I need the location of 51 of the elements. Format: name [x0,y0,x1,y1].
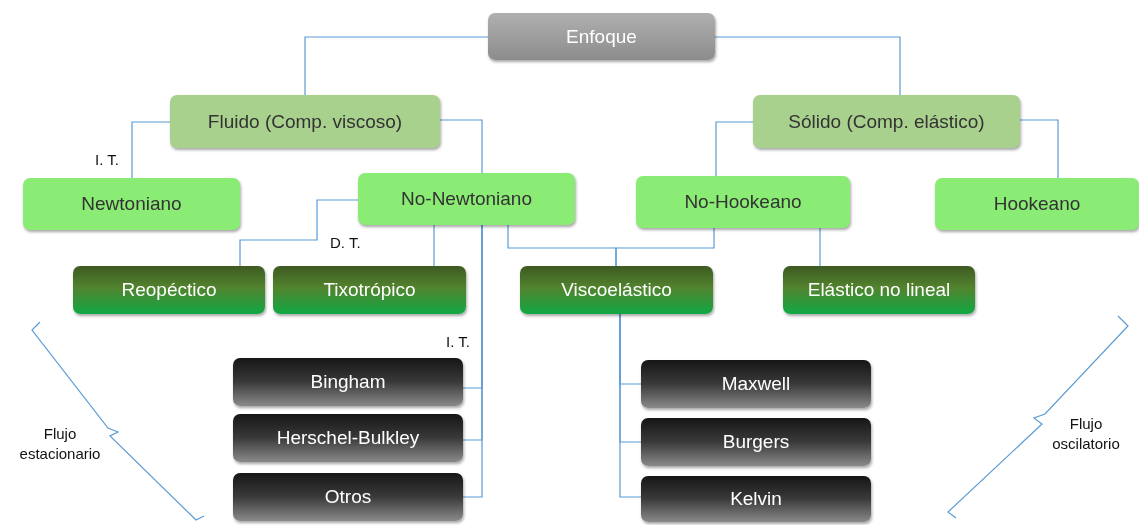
annotation-text: Flujo estacionario [18,424,102,465]
connector-line [131,121,171,179]
category-box [233,473,463,521]
category-box [636,176,850,228]
category-box [641,476,871,522]
node-label: Otros [324,486,372,508]
category-box [73,266,265,314]
node-label: Viscoelástico [561,279,672,301]
category-box [753,95,1020,148]
node-label: Sólido (Comp. elástico) [788,110,985,133]
node-label: Maxwell [721,373,791,395]
connector-line [615,227,715,267]
category-box [488,13,715,60]
node-label: Kelvin [730,488,782,510]
node-label: Elástico no lineal [807,279,951,301]
node-label: Newtoniano [81,193,182,215]
node-label: No-Newtoniano [401,188,532,210]
connector-line [819,227,821,267]
node-label: Herschel-Bulkley [276,427,420,449]
node-label: Tixotrópico [323,279,416,301]
node-label: Enfoque [566,25,637,48]
connector-line [239,199,359,267]
connector-line [1019,119,1059,179]
annotation-text: D. T. [330,233,362,253]
connector-line [619,313,642,498]
connector-line [433,224,435,267]
category-box [783,266,975,314]
node-label: Fluido (Comp. viscoso) [207,110,403,133]
connector-line [714,36,901,96]
category-box [23,178,240,230]
connector-line [304,36,489,96]
connector-line [439,119,483,174]
category-box [170,95,440,148]
category-box [520,266,713,314]
node-label: No-Hookeano [684,191,802,213]
category-box [233,358,463,406]
annotation-text: I. T. [446,332,471,352]
category-box [273,266,466,314]
annotation-text: Flujo oscilatorio [1051,414,1121,455]
node-label: Reopéctico [121,279,217,301]
connector-line [462,224,483,498]
category-box [358,173,575,225]
annotation-text: I. T. [95,150,120,170]
node-label: Bingham [310,371,386,393]
category-box [233,414,463,462]
category-box [641,418,871,466]
node-label: Hookeano [993,193,1081,215]
node-label: Burgers [722,431,790,453]
category-box [641,360,871,408]
connector-line [715,121,754,177]
category-box [935,178,1139,230]
